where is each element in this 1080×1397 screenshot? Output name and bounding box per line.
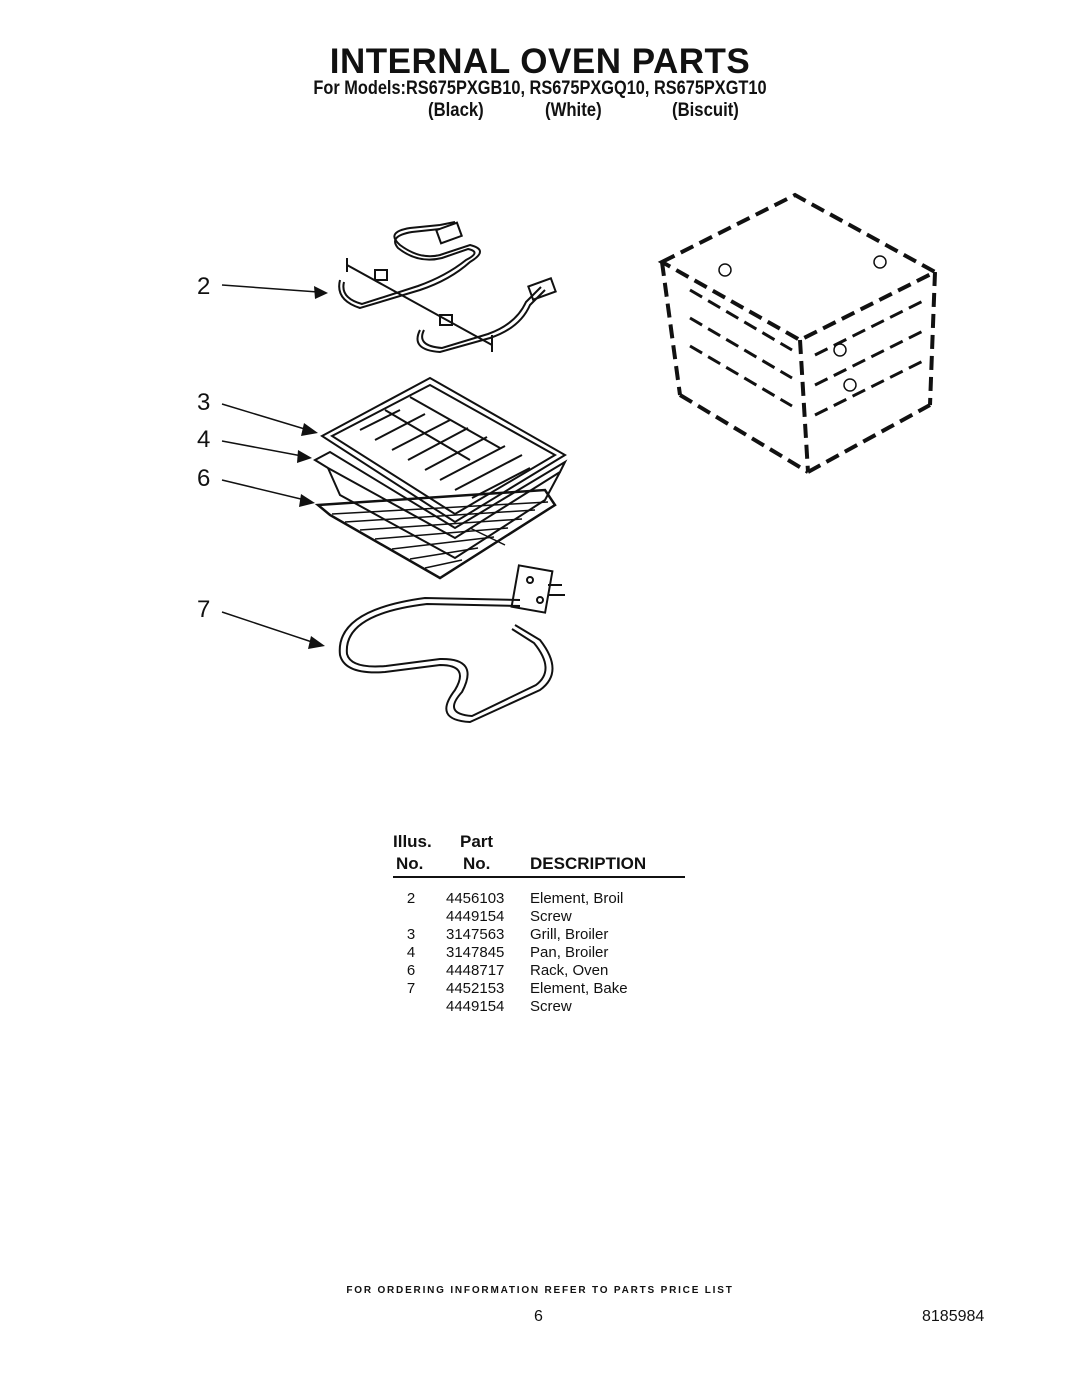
part-number: 3147563 <box>446 926 505 943</box>
illus-number: 4 <box>406 944 416 961</box>
svg-text:7: 7 <box>197 596 210 623</box>
header-part-no: No. <box>463 854 491 873</box>
part-description: Rack, Oven <box>530 962 609 979</box>
page-number: 6 <box>534 1308 543 1325</box>
finish-black-label: (Black) <box>428 100 484 121</box>
exploded-parts-diagram: 2 3 4 6 7 <box>197 192 940 724</box>
table-row: 4449154 Screw <box>393 908 693 926</box>
part-number: 4452153 <box>446 980 505 997</box>
callout-6: 6 <box>197 465 315 507</box>
callout-7: 7 <box>197 596 325 649</box>
header-description: DESCRIPTION <box>530 854 647 873</box>
header-part: Part <box>460 832 494 851</box>
part-number: 3147845 <box>446 944 505 961</box>
table-row: 7 4452153 Element, Bake <box>393 980 693 998</box>
finish-biscuit-label: (Biscuit) <box>672 100 739 121</box>
document-number: 8185984 <box>922 1308 985 1325</box>
part-description: Pan, Broiler <box>530 944 609 961</box>
header-illus-no: No. <box>396 854 424 873</box>
broil-element-drawing <box>338 221 557 354</box>
part-description: Screw <box>530 908 572 925</box>
bake-element-drawing <box>338 564 565 724</box>
part-number: 4456103 <box>446 890 505 907</box>
callout-2: 2 <box>197 273 328 300</box>
part-number: 4448717 <box>446 962 505 979</box>
illus-number: 6 <box>406 962 416 979</box>
svg-text:3: 3 <box>197 389 210 416</box>
ordering-note: FOR ORDERING INFORMATION REFER TO PARTS … <box>346 1285 734 1296</box>
part-description: Element, Broil <box>530 890 624 907</box>
illus-number: 3 <box>406 926 416 943</box>
table-row: 3 3147563 Grill, Broiler <box>393 926 693 944</box>
callout-3: 3 <box>197 389 318 436</box>
svg-text:4: 4 <box>197 426 210 453</box>
callout-4: 4 <box>197 426 312 463</box>
table-row: 4449154 Screw <box>393 998 693 1016</box>
header-illus: Illus. <box>393 832 432 851</box>
finish-white-label: (White) <box>545 100 602 121</box>
svg-text:2: 2 <box>197 273 210 300</box>
model-list: For Models:RS675PXGB10, RS675PXGQ10, RS6… <box>313 78 767 99</box>
oven-rack-drawing <box>314 488 557 580</box>
oven-cavity-drawing <box>657 192 940 474</box>
table-row: 6 4448717 Rack, Oven <box>393 962 693 980</box>
part-description: Grill, Broiler <box>530 926 609 943</box>
table-row: 4 3147845 Pan, Broiler <box>393 944 693 962</box>
part-description: Element, Bake <box>530 980 628 997</box>
illus-number: 2 <box>406 890 416 907</box>
table-row: 2 4456103 Element, Broil <box>393 890 693 908</box>
svg-text:6: 6 <box>197 465 210 492</box>
part-number: 4449154 <box>446 908 505 925</box>
parts-table: 2 4456103 Element, Broil 4449154 Screw 3… <box>393 890 693 1016</box>
page-title: INTERNAL OVEN PARTS <box>329 42 751 81</box>
part-description: Screw <box>530 998 572 1015</box>
table-header-rule <box>393 876 685 878</box>
broiler-pan-drawing <box>312 450 568 560</box>
broiler-grill-drawing <box>320 376 567 524</box>
illus-number: 7 <box>406 980 416 997</box>
part-number: 4449154 <box>446 998 505 1015</box>
